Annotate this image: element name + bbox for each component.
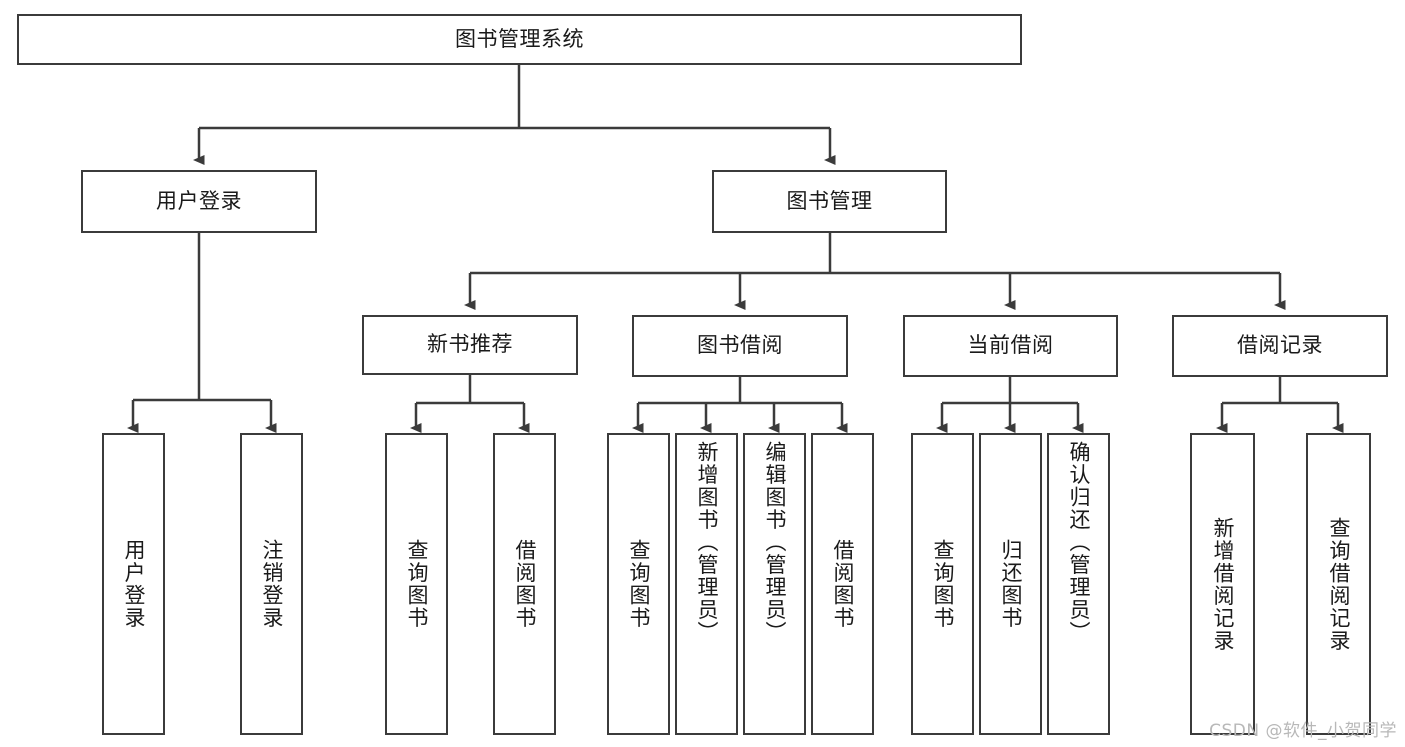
node-label: 图书管理系统 bbox=[455, 26, 584, 51]
node-label: 借阅图书 bbox=[830, 539, 855, 629]
node-label: 归还图书 bbox=[998, 539, 1023, 629]
leaf-query-book-3[interactable]: 查询图书 bbox=[911, 433, 974, 735]
csdn-watermark: CSDN @软件_小贺同学 bbox=[1209, 721, 1397, 741]
node-label: 注销登录 bbox=[259, 539, 284, 629]
leaf-add-book-admin[interactable]: 新增图书（管理员） bbox=[675, 433, 738, 735]
leaf-query-borrow-record[interactable]: 查询借阅记录 bbox=[1306, 433, 1371, 735]
node-label: 新增图书（管理员） bbox=[694, 441, 719, 644]
leaf-borrow-book-1[interactable]: 借阅图书 bbox=[493, 433, 556, 735]
leaf-user-login[interactable]: 用户登录 bbox=[102, 433, 165, 735]
node-user-login[interactable]: 用户登录 bbox=[81, 170, 317, 233]
node-label: 查询借阅记录 bbox=[1326, 516, 1351, 652]
leaf-query-book-2[interactable]: 查询图书 bbox=[607, 433, 670, 735]
leaf-edit-book-admin[interactable]: 编辑图书（管理员） bbox=[743, 433, 806, 735]
node-label: 新增借阅记录 bbox=[1210, 516, 1235, 652]
node-label: 新书推荐 bbox=[427, 332, 513, 357]
node-root-title[interactable]: 图书管理系统 bbox=[17, 14, 1022, 65]
node-label: 查询图书 bbox=[930, 539, 955, 629]
node-label: 用户登录 bbox=[121, 539, 146, 629]
leaf-confirm-return-admin[interactable]: 确认归还（管理员） bbox=[1047, 433, 1110, 735]
node-label: 编辑图书（管理员） bbox=[762, 441, 787, 644]
node-label: 用户登录 bbox=[156, 188, 242, 213]
node-label: 借阅图书 bbox=[512, 539, 537, 629]
leaf-return-book[interactable]: 归还图书 bbox=[979, 433, 1042, 735]
node-label: 当前借阅 bbox=[967, 333, 1054, 358]
node-new-book-recommend[interactable]: 新书推荐 bbox=[362, 315, 578, 375]
leaf-query-book-1[interactable]: 查询图书 bbox=[385, 433, 448, 735]
node-current-borrow[interactable]: 当前借阅 bbox=[903, 315, 1118, 377]
leaf-logout-login[interactable]: 注销登录 bbox=[240, 433, 303, 735]
leaf-add-borrow-record[interactable]: 新增借阅记录 bbox=[1190, 433, 1255, 735]
node-book-borrow[interactable]: 图书借阅 bbox=[632, 315, 848, 377]
node-borrow-record[interactable]: 借阅记录 bbox=[1172, 315, 1388, 377]
node-label: 借阅记录 bbox=[1237, 333, 1323, 358]
node-label: 查询图书 bbox=[404, 539, 429, 629]
node-label: 图书借阅 bbox=[697, 333, 783, 358]
node-label: 确认归还（管理员） bbox=[1066, 441, 1091, 644]
node-label: 查询图书 bbox=[626, 539, 651, 629]
node-book-manage[interactable]: 图书管理 bbox=[712, 170, 947, 233]
leaf-borrow-book-2[interactable]: 借阅图书 bbox=[811, 433, 874, 735]
node-label: 图书管理 bbox=[786, 188, 873, 213]
